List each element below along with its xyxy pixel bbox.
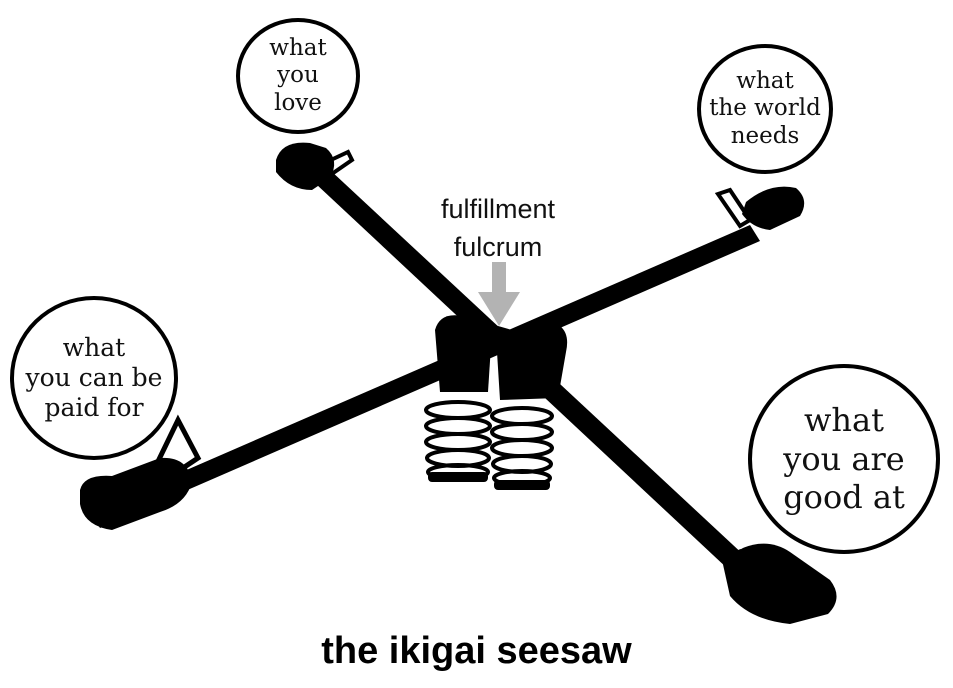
bubble-love-text: what you love bbox=[269, 34, 327, 116]
seat-love bbox=[276, 142, 355, 190]
spring-left bbox=[424, 315, 492, 482]
bubble-world-text: what the world needs bbox=[709, 67, 821, 149]
bubble-what-you-love: what you love bbox=[236, 18, 360, 134]
spring-right bbox=[490, 326, 568, 490]
bubble-good-text: what you are good at bbox=[783, 401, 905, 517]
seat-world bbox=[714, 186, 805, 230]
seat-paid bbox=[80, 414, 202, 530]
down-arrow-icon bbox=[478, 262, 520, 326]
beam-paid-world bbox=[90, 225, 760, 528]
seat-good bbox=[722, 538, 837, 624]
fulcrum-hub bbox=[466, 318, 512, 356]
bubble-what-you-can-be-paid-for: what you can be paid for bbox=[10, 296, 178, 460]
bubble-what-the-world-needs: what the world needs bbox=[697, 44, 833, 174]
bubble-paid-text: what you can be paid for bbox=[25, 333, 163, 422]
diagram-title: the ikigai seesaw bbox=[321, 630, 632, 672]
fulcrum-label: fulfillment fulcrum bbox=[440, 194, 556, 262]
bubble-what-you-are-good-at: what you are good at bbox=[748, 364, 940, 554]
